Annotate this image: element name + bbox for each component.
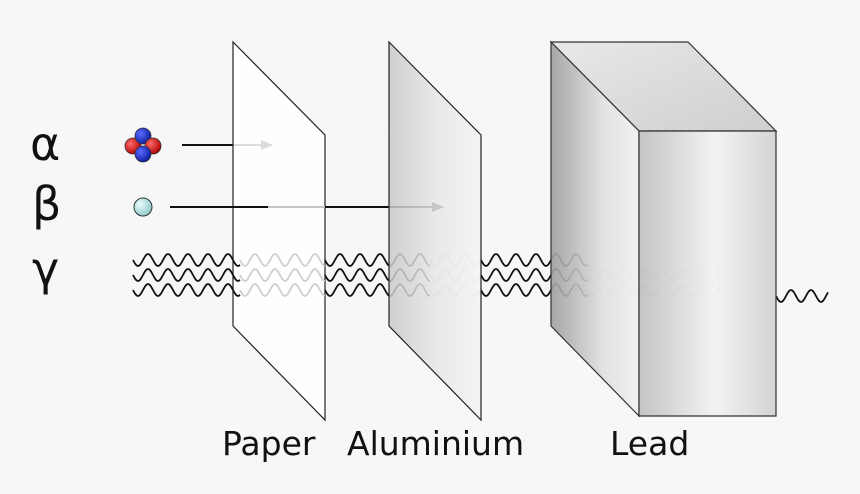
beta-symbol: β <box>32 177 61 231</box>
gamma-wave-segment <box>132 253 241 267</box>
aluminium-sheet <box>388 40 482 422</box>
gamma-wave-segment <box>239 253 326 267</box>
gamma-wave-segment <box>132 283 241 297</box>
alpha-particle-icon <box>124 127 162 163</box>
aluminium-label: Aluminium <box>347 424 524 463</box>
gamma-wave-segment <box>132 268 241 282</box>
paper-label: Paper <box>222 424 316 463</box>
alpha-symbol: α <box>30 117 60 171</box>
gamma-symbol: γ <box>32 242 59 296</box>
lead-block <box>549 40 778 418</box>
paper-sheet <box>232 40 326 422</box>
gamma-wave-emerging <box>775 289 829 303</box>
gamma-wave-segment <box>239 268 326 282</box>
beta-particle-icon <box>133 197 153 217</box>
gamma-wave-segment <box>239 283 326 297</box>
lead-label: Lead <box>610 424 689 463</box>
